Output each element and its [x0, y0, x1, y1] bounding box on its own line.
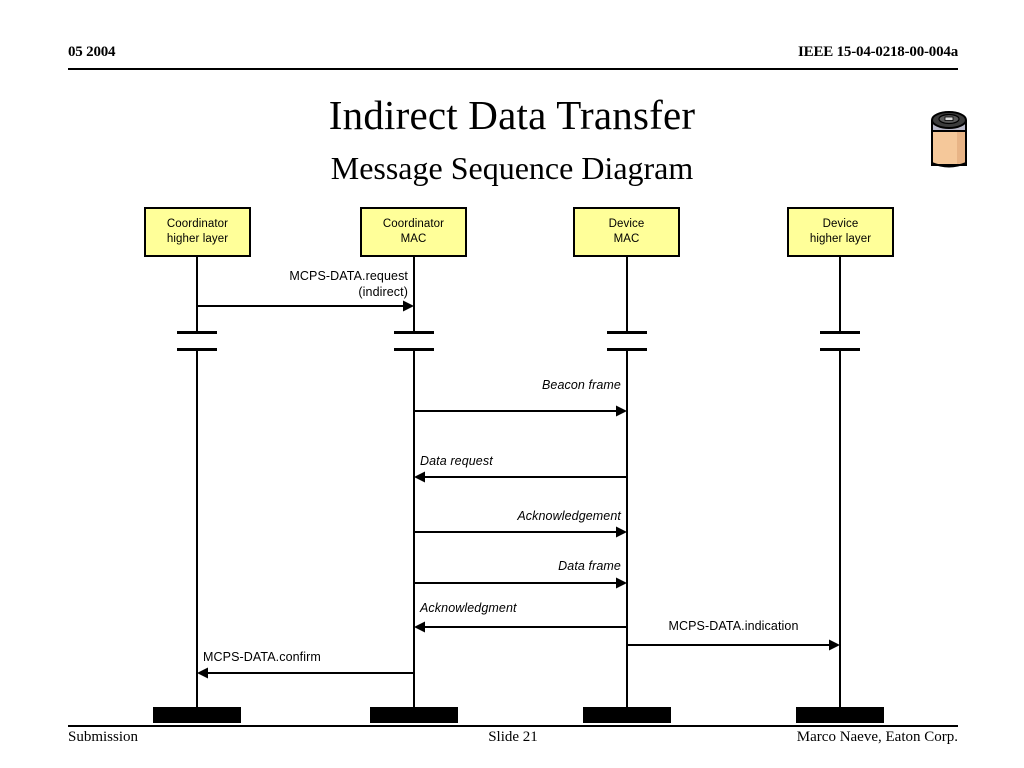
message-arrow-mcps-data-request [197, 300, 414, 312]
message-label-line-2: (indirect) [358, 285, 408, 299]
lifeline-label-secondary: higher layer [809, 233, 872, 245]
lifeline-line-device-mac-lower [626, 348, 628, 707]
lifeline-terminator-device-higher-layer [796, 707, 884, 723]
message-label-line-1: Acknowledgement [517, 509, 621, 523]
footer-author: Marco Naeve, Eaton Corp. [796, 729, 958, 745]
battery-icon [928, 107, 970, 169]
lifeline-line-coordinator-mac-lower [413, 348, 415, 707]
lifeline-line-coordinator-mac-upper [413, 257, 415, 331]
time-break-bar-device-higher-layer-2 [820, 348, 860, 351]
time-break-bar-device-mac-1 [607, 331, 647, 334]
message-label-mcps-data-indication: MCPS-DATA.indication [633, 618, 834, 634]
message-label-mcps-data-confirm: MCPS-DATA.confirm [203, 649, 408, 665]
message-arrow-mcps-data-confirm [197, 667, 414, 679]
time-break-bar-device-mac-2 [607, 348, 647, 351]
message-label-line-1: Acknowledgment [420, 601, 517, 615]
lifeline-terminator-coordinator-mac [370, 707, 458, 723]
lifeline-line-device-mac-upper [626, 257, 628, 331]
lifeline-label-primary: Device [608, 218, 645, 230]
lifeline-terminator-device-mac [583, 707, 671, 723]
page-title: Indirect Data Transfer [328, 92, 696, 138]
footer-divider [68, 725, 958, 727]
lifeline-label-primary: Coordinator [382, 218, 445, 230]
message-label-line-1: MCPS-DATA.confirm [203, 650, 321, 664]
lifeline-label-secondary: MAC [400, 233, 427, 245]
message-arrow-acknowledgement-to-device [414, 526, 627, 538]
message-label-data-request: Data request [420, 453, 621, 469]
message-label-mcps-data-request: MCPS-DATA.request (indirect) [203, 268, 408, 300]
time-break-bar-coordinator-mac-2 [394, 348, 434, 351]
lifeline-label-primary: Device [822, 218, 859, 230]
message-arrow-data-request [414, 471, 627, 483]
message-label-line-1: MCPS-DATA.indication [668, 619, 799, 633]
header-doc-id: IEEE 15-04-0218-00-004a [798, 44, 958, 60]
slide-header: 05 2004 IEEE 15-04-0218-00-004a [68, 44, 958, 70]
header-date: 05 2004 [68, 44, 116, 60]
message-arrow-acknowledgment-to-coordinator [414, 621, 627, 633]
message-label-acknowledgement-to-device: Acknowledgement [420, 508, 621, 524]
lifeline-line-coordinator-higher-layer-lower [196, 348, 198, 707]
lifeline-box-coordinator-higher-layer: Coordinator higher layer [144, 207, 251, 257]
lifeline-line-device-higher-layer-lower [839, 348, 841, 707]
message-label-line-1: MCPS-DATA.request [289, 269, 408, 283]
time-break-bar-device-higher-layer-1 [820, 331, 860, 334]
slide-footer: Submission Slide 21 Marco Naeve, Eaton C… [68, 729, 958, 751]
message-label-line-1: Data frame [558, 559, 621, 573]
message-arrow-mcps-data-indication [627, 639, 840, 651]
time-break-bar-coordinator-higher-layer-1 [177, 331, 217, 334]
footer-submission: Submission [68, 729, 139, 745]
lifeline-terminator-coordinator-higher-layer [153, 707, 241, 723]
header-divider [68, 68, 958, 70]
message-label-line-1: Data request [420, 454, 493, 468]
message-label-data-frame: Data frame [420, 558, 621, 574]
message-label-beacon-frame: Beacon frame [420, 377, 621, 393]
time-break-bar-coordinator-higher-layer-2 [177, 348, 217, 351]
page-subtitle: Message Sequence Diagram [330, 150, 694, 186]
lifeline-label-primary: Coordinator [166, 218, 229, 230]
message-label-acknowledgment-to-coordinator: Acknowledgment [420, 600, 621, 616]
lifeline-line-coordinator-higher-layer-upper [196, 257, 198, 331]
footer-slide-number: Slide 21 [488, 729, 538, 745]
lifeline-label-secondary: MAC [613, 233, 640, 245]
time-break-bar-coordinator-mac-1 [394, 331, 434, 334]
message-label-line-1: Beacon frame [541, 378, 621, 392]
message-arrow-beacon-frame [414, 405, 627, 417]
lifeline-line-device-higher-layer-upper [839, 257, 841, 331]
message-arrow-data-frame [414, 577, 627, 589]
lifeline-label-secondary: higher layer [166, 233, 229, 245]
lifeline-box-device-higher-layer: Device higher layer [787, 207, 894, 257]
